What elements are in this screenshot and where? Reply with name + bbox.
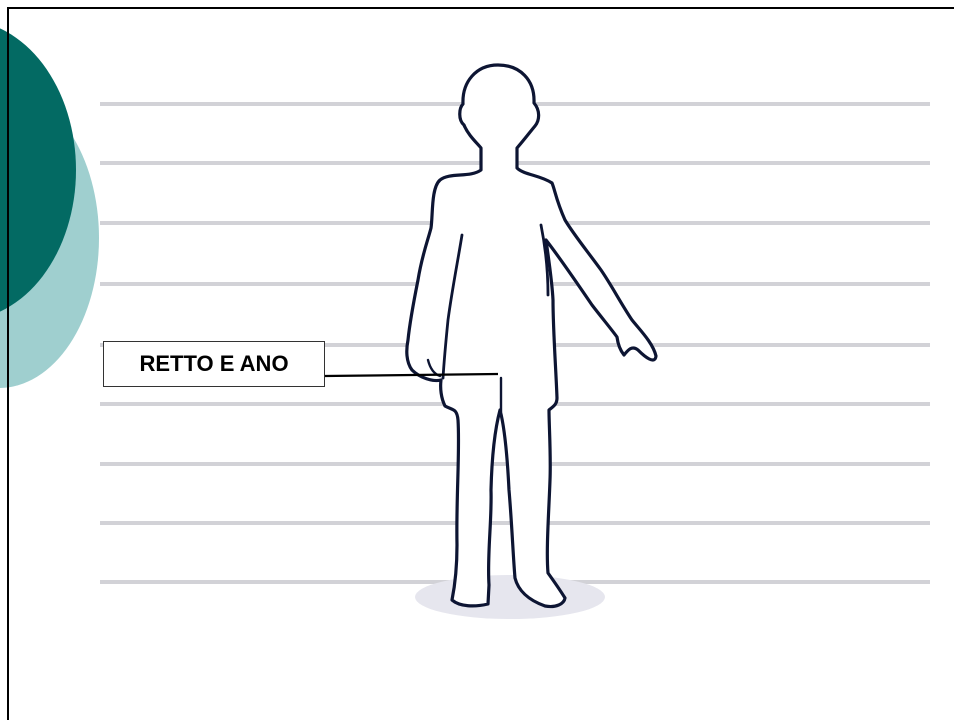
floor-shadow xyxy=(415,575,605,619)
label-leader-line xyxy=(324,372,499,378)
human-figure-outline-icon xyxy=(405,63,658,609)
label-retto-e-ano: RETTO E ANO xyxy=(103,341,325,387)
arm-inner-line-right xyxy=(539,223,550,297)
arm-inner-line-left xyxy=(441,233,464,380)
